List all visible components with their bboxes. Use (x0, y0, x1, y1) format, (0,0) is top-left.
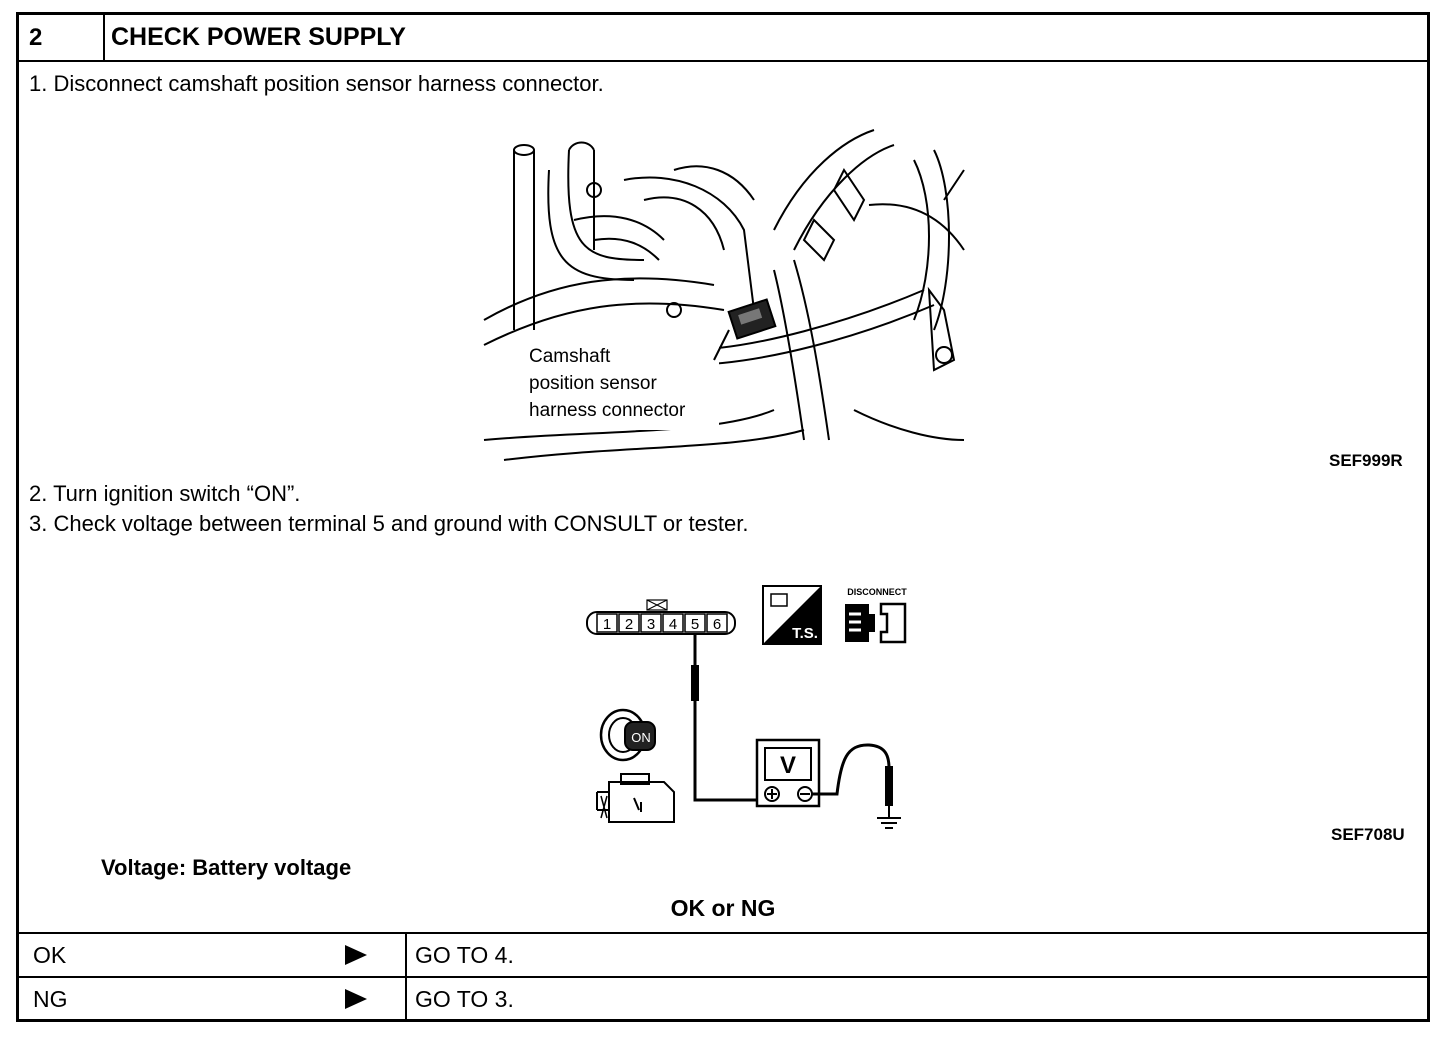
specification-text: Voltage: Battery voltage (101, 855, 352, 880)
callout-line-2: position sensor (529, 373, 657, 394)
disconnect-label: DISCONNECT (847, 587, 907, 597)
result-label-ng: NG (33, 986, 68, 1012)
procedure-title: CHECK POWER SUPPLY (111, 23, 406, 51)
engine-bay-illustration: Camshaft position sensor harness connect… (483, 129, 965, 461)
figure-code-2: SEF708U (1331, 825, 1405, 844)
result-row-ng: NG GO TO 3. (19, 976, 1427, 1020)
row-divider (405, 978, 407, 1020)
step-number: 2 (19, 15, 105, 60)
disconnect-icon: DISCONNECT (845, 587, 907, 644)
callout-line-1: Camshaft (529, 346, 611, 367)
terminal-1: 1 (603, 616, 611, 633)
figure-code-1: SEF999R (1329, 451, 1403, 470)
result-row-ok: OK GO TO 4. (19, 932, 1427, 976)
result-prompt: OK or NG (670, 895, 776, 921)
voltmeter: V (755, 738, 821, 808)
terminal-4: 4 (669, 616, 677, 633)
terminal-2: 2 (625, 616, 633, 633)
result-action-ng: GO TO 3. (415, 986, 514, 1012)
ground-icon (877, 806, 901, 829)
meter-label: V (780, 752, 796, 779)
ignition-key-icon: ON (599, 708, 656, 762)
procedure-header: 2 CHECK POWER SUPPLY (19, 15, 1427, 62)
harness-connector: 1 2 3 4 5 6 (586, 599, 736, 635)
tester-ts-icon: T.S. (762, 585, 822, 645)
terminal-3: 3 (647, 616, 655, 633)
terminal-6: 6 (713, 616, 721, 633)
result-label-ok: OK (33, 942, 67, 968)
row-divider (405, 934, 407, 976)
arrow-right-icon (345, 989, 367, 1009)
diagnostic-procedure-frame: 2 CHECK POWER SUPPLY 1. Disconnect camsh… (16, 12, 1430, 1022)
arrow-right-icon (345, 945, 367, 965)
ts-label: T.S. (792, 625, 818, 642)
instruction-step-3: 3. Check voltage between terminal 5 and … (29, 511, 749, 536)
terminal-5: 5 (691, 616, 699, 633)
callout-line-3: harness connector (529, 400, 686, 421)
key-on-label: ON (631, 730, 651, 745)
engine-icon (596, 773, 675, 823)
instruction-step-1: 1. Disconnect camshaft position sensor h… (29, 71, 604, 96)
instruction-step-2: 2. Turn ignition switch “ON”. (29, 481, 301, 506)
result-action-ok: GO TO 4. (415, 942, 514, 968)
voltage-test-diagram: 1 2 3 4 5 6 V (586, 585, 907, 829)
